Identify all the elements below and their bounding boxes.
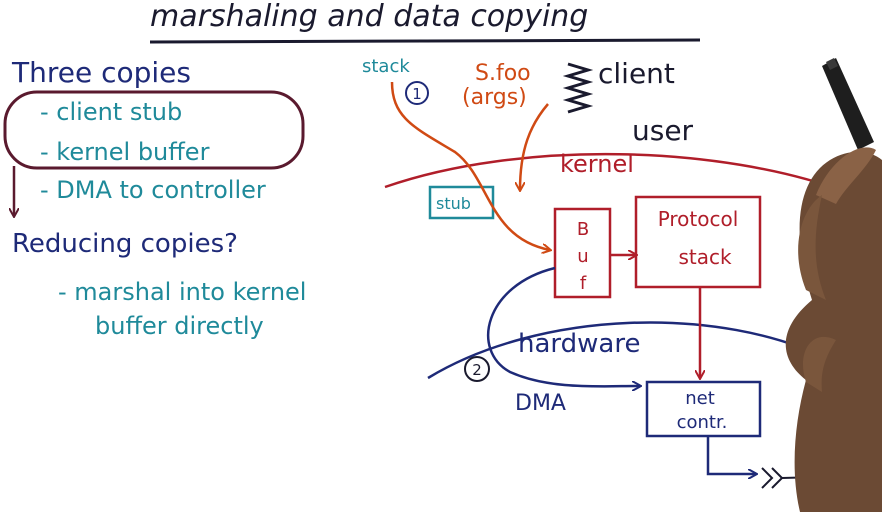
client-stack-zigzag: [562, 62, 594, 114]
protocol-label-line1: Protocol: [658, 207, 739, 231]
net-controller-box: [645, 380, 762, 438]
title-underline: [149, 38, 701, 44]
step-2-number: 2: [472, 361, 482, 379]
reducing-question: Reducing copies?: [12, 229, 238, 259]
answer-line-2: buffer directly: [95, 312, 264, 340]
buffer-letter-f: f: [580, 273, 587, 294]
page-title: marshaling and data copying: [150, 0, 588, 34]
user-label: user: [632, 114, 694, 147]
copies-highlight-loop: [3, 90, 305, 170]
netctrl-output-arrow: [706, 437, 756, 474]
netctrl-label-line1: net: [685, 388, 715, 409]
stack-to-buffer-arrow: [390, 81, 550, 250]
kernel-hardware-boundary: [427, 321, 831, 380]
dma-arrow: [486, 266, 640, 386]
dma-label: DMA: [515, 391, 566, 416]
copy-item-kernel-buffer: - kernel buffer: [40, 138, 210, 166]
stack-label: stack: [362, 56, 410, 77]
stub-label: stub: [436, 194, 471, 213]
args-to-kernel-arrow: [520, 103, 549, 190]
presenter-hand-with-marker: [785, 58, 882, 512]
client-label: client: [598, 57, 675, 90]
protocol-label-line2: stack: [678, 245, 732, 269]
step-1-number: 1: [412, 85, 422, 103]
protocol-stack-box: [634, 195, 762, 289]
copies-heading: Three copies: [11, 56, 191, 89]
netctrl-label-line2: contr.: [677, 412, 728, 433]
step-2-circle: [464, 356, 490, 382]
step-1-circle: [405, 81, 429, 105]
kernel-label: kernel: [560, 150, 634, 178]
network-wire-break: [761, 467, 784, 489]
answer-line-1: - marshal into kernel: [58, 278, 306, 306]
kernel-buffer-box: [553, 207, 612, 299]
buffer-letter-b: B: [577, 219, 589, 240]
user-kernel-boundary: [384, 152, 847, 194]
stub-box: [428, 185, 495, 220]
buffer-letter-u: u: [577, 246, 588, 267]
call-label-line2: (args): [462, 85, 527, 110]
copy-item-dma: - DMA to controller: [40, 176, 266, 204]
call-label-line1: S.foo: [475, 61, 531, 86]
hardware-label: hardware: [518, 329, 640, 359]
copy-item-client-stub: - client stub: [40, 98, 182, 126]
